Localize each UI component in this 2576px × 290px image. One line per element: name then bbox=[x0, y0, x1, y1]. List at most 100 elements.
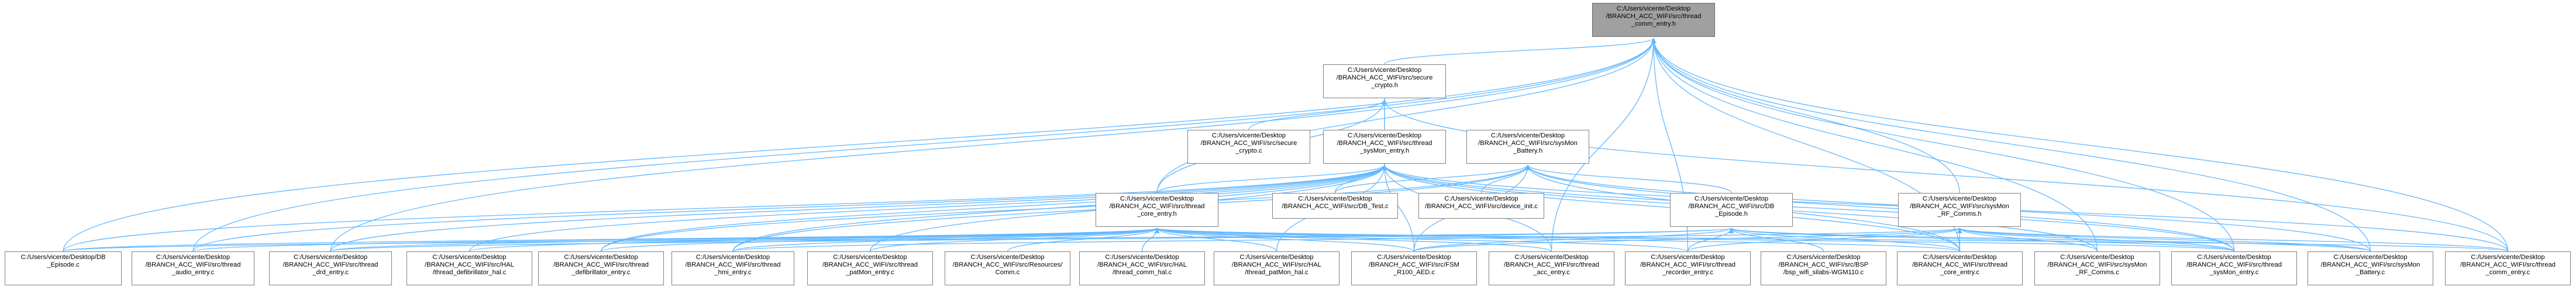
node-label-line: /thread_defibrillator_hal.c bbox=[432, 269, 507, 276]
edge-b15-to-core_h bbox=[1155, 227, 1961, 252]
edge-b1-to-root bbox=[63, 37, 1657, 252]
node-label-line: C:/Users/vicente/Desktop bbox=[1923, 254, 1997, 261]
node-label-line: _hmi_entry.c bbox=[714, 269, 752, 276]
node-label-line: _crypto.c bbox=[1235, 147, 1262, 154]
node-crypto_h[interactable]: C:/Users/vicente/Desktop/BRANCH_ACC_WIFI… bbox=[1323, 64, 1446, 98]
node-label-line: /BRANCH_ACC_WIFI/src/secure bbox=[1200, 140, 1297, 147]
node-devinit[interactable]: C:/Users/vicente/Desktop/BRANCH_ACC_WIFI… bbox=[1418, 193, 1544, 219]
node-b12[interactable]: C:/Users/vicente/Desktop/BRANCH_ACC_WIFI… bbox=[1489, 251, 1614, 285]
node-label-line: _Battery.h bbox=[1513, 147, 1543, 154]
node-label-line: C:/Users/vicente/Desktop bbox=[2333, 254, 2408, 261]
edge-b18-to-root bbox=[1651, 37, 2371, 252]
node-label-line: /thread_patMon_hal.c bbox=[1245, 269, 1308, 276]
node-label-line: /thread_comm_hal.c bbox=[1112, 269, 1172, 276]
edge-b3-to-core_h bbox=[330, 227, 1159, 252]
node-label-line: C:/Users/vicente/Desktop bbox=[1616, 5, 1691, 12]
node-b11[interactable]: C:/Users/vicente/Desktop/BRANCH_ACC_WIFI… bbox=[1351, 251, 1477, 285]
node-label-line: C:/Users/vicente/Desktop bbox=[695, 254, 770, 261]
node-root[interactable]: C:/Users/vicente/Desktop/BRANCH_ACC_WIFI… bbox=[1592, 3, 1715, 37]
edge-b12-to-root bbox=[1551, 37, 1657, 252]
node-b3[interactable]: C:/Users/vicente/Desktop/BRANCH_ACC_WIFI… bbox=[269, 251, 392, 285]
edge-b1-to-dbep_h bbox=[63, 227, 1734, 252]
node-label-line: C:/Users/vicente/Desktop bbox=[1239, 254, 1314, 261]
node-label-line: C:/Users/vicente/Desktop bbox=[833, 254, 907, 261]
node-b10[interactable]: C:/Users/vicente/Desktop/BRANCH_ACC_WIFI… bbox=[1214, 251, 1339, 285]
node-label-line: C:/Users/vicente/Desktop bbox=[2471, 254, 2545, 261]
node-label-line: Comm.c bbox=[995, 269, 1020, 276]
edge-b3-to-dbep_h bbox=[330, 227, 1734, 252]
node-label-line: C:/Users/vicente/Desktop bbox=[1347, 132, 1422, 139]
edge-b18-to-rfcomm_h bbox=[1957, 227, 2371, 252]
edge-b18-to-dbep_h bbox=[1728, 227, 2371, 252]
node-label-line: /BRANCH_ACC_WIFI/src/DB_Test.c bbox=[1282, 203, 1389, 210]
node-crypto_c[interactable]: C:/Users/vicente/Desktop/BRANCH_ACC_WIFI… bbox=[1187, 130, 1310, 164]
node-label-line: /BRANCH_ACC_WIFI/src/thread bbox=[822, 261, 918, 268]
node-b15[interactable]: C:/Users/vicente/Desktop/BRANCH_ACC_WIFI… bbox=[1897, 251, 2023, 285]
node-b2[interactable]: C:/Users/vicente/Desktop/BRANCH_ACC_WIFI… bbox=[132, 251, 254, 285]
node-label-line: /BRANCH_ACC_WIFI/src/thread bbox=[145, 261, 241, 268]
node-label-line: /BRANCH_ACC_WIFI/src/thread bbox=[1912, 261, 2007, 268]
edge-b19-to-crypto_h bbox=[1382, 99, 2509, 252]
node-dbtest[interactable]: C:/Users/vicente/Desktop/BRANCH_ACC_WIFI… bbox=[1272, 193, 1398, 219]
node-label-line: C:/Users/vicente/Desktop bbox=[1377, 254, 1451, 261]
node-label-line: /BRANCH_ACC_WIFI/src/thread bbox=[1606, 13, 1702, 20]
node-label-line: /BRANCH_ACC_WIFI/src/sysMon bbox=[1478, 140, 1578, 147]
edge-b4-to-core_h bbox=[469, 227, 1159, 252]
edge-core_h-to-root bbox=[1156, 37, 1657, 194]
node-label-line: /bsp_wifi_silabs-WGM110.c bbox=[1783, 269, 1864, 276]
node-b17[interactable]: C:/Users/vicente/Desktop/BRANCH_ACC_WIFI… bbox=[2171, 251, 2297, 285]
node-b14[interactable]: C:/Users/vicente/Desktop/BRANCH_ACC_WIFI… bbox=[1761, 251, 1886, 285]
edge-b2-to-sysmon_h bbox=[192, 164, 1387, 252]
node-label-line: /BRANCH_ACC_WIFI/src/thread bbox=[2460, 261, 2556, 268]
node-label-line: /BRANCH_ACC_WIFI/src/thread bbox=[1337, 140, 1432, 147]
node-rfcomm_h[interactable]: C:/Users/vicente/Desktop/BRANCH_ACC_WIFI… bbox=[1898, 193, 2021, 227]
node-sysmon_h[interactable]: C:/Users/vicente/Desktop/BRANCH_ACC_WIFI… bbox=[1323, 130, 1446, 164]
node-label-line: /BRANCH_ACC_WIFI/src/sysMon bbox=[2047, 261, 2147, 268]
node-label-line: C:/Users/vicente/Desktop bbox=[1298, 195, 1372, 202]
node-label-line: _defibrillator_entry.c bbox=[571, 269, 631, 276]
node-b7[interactable]: C:/Users/vicente/Desktop/BRANCH_ACC_WIFI… bbox=[807, 251, 933, 285]
node-battery_h[interactable]: C:/Users/vicente/Desktop/BRANCH_ACC_WIFI… bbox=[1466, 130, 1589, 164]
node-label-line: /BRANCH_ACC_WIFI/src/DB bbox=[1688, 203, 1775, 210]
node-label-line: _Battery.c bbox=[2355, 269, 2385, 276]
edge-b3-to-sysmon_h bbox=[330, 164, 1387, 252]
edge-b17-to-root bbox=[1651, 37, 2235, 252]
node-label-line: _crypto.h bbox=[1370, 82, 1399, 89]
edge-b1-to-sysmon_h bbox=[63, 164, 1387, 252]
node-b16[interactable]: C:/Users/vicente/Desktop/BRANCH_ACC_WIFI… bbox=[2034, 251, 2160, 285]
edge-b6-to-rfcomm_h bbox=[732, 227, 1962, 252]
node-b8[interactable]: C:/Users/vicente/Desktop/BRANCH_ACC_WIFI… bbox=[945, 251, 1070, 285]
node-b18[interactable]: C:/Users/vicente/Desktop/BRANCH_ACC_WIFI… bbox=[2308, 251, 2433, 285]
node-label-line: /BRANCH_ACC_WIFI/src/thread bbox=[1504, 261, 1599, 268]
node-label-line: /BRANCH_ACC_WIFI/src/sysMon bbox=[1910, 203, 2009, 210]
node-label-line: C:/Users/vicente/Desktop bbox=[1514, 254, 1589, 261]
node-label-line: C:/Users/vicente/Desktop bbox=[432, 254, 507, 261]
edge-b13-to-rfcomm_h bbox=[1687, 227, 1962, 252]
node-label-line: C:/Users/vicente/Desktop bbox=[293, 254, 368, 261]
edge-dbep_h-to-battery_h bbox=[1525, 164, 1732, 194]
node-label-line: _RF_Comms.c bbox=[2075, 269, 2119, 276]
node-label-line: C:/Users/vicente/Desktop bbox=[1786, 254, 1861, 261]
node-label-line: C:/Users/vicente/Desktop bbox=[970, 254, 1045, 261]
edge-b17-to-sysmon_h bbox=[1382, 164, 2235, 252]
node-b1[interactable]: C:/Users/vicente/Desktop/DB_Episode.c bbox=[5, 251, 122, 285]
node-b4[interactable]: C:/Users/vicente/Desktop/BRANCH_ACC_WIFI… bbox=[407, 251, 532, 285]
node-b9[interactable]: C:/Users/vicente/Desktop/BRANCH_ACC_WIFI… bbox=[1079, 251, 1205, 285]
node-label-line: C:/Users/vicente/Desktop bbox=[1922, 195, 1997, 202]
edge-b5-to-sysmon_h bbox=[600, 164, 1387, 252]
node-dbep_h[interactable]: C:/Users/vicente/Desktop/BRANCH_ACC_WIFI… bbox=[1670, 193, 1793, 227]
node-label-line: _Episode.h bbox=[1715, 210, 1748, 218]
node-b6[interactable]: C:/Users/vicente/Desktop/BRANCH_ACC_WIFI… bbox=[671, 251, 794, 285]
node-label-line: /BRANCH_ACC_WIFI/src/thread bbox=[1109, 203, 1205, 210]
node-b19[interactable]: C:/Users/vicente/Desktop/BRANCH_ACC_WIFI… bbox=[2445, 251, 2571, 285]
node-label-line: /BRANCH_ACC_WIFI/src/Resources/ bbox=[952, 261, 1063, 268]
node-b5[interactable]: C:/Users/vicente/Desktop/BRANCH_ACC_WIFI… bbox=[538, 251, 664, 285]
edge-b15-to-dbep_h bbox=[1728, 227, 1961, 252]
node-label-line: /BRANCH_ACC_WIFI/src/secure bbox=[1336, 74, 1433, 81]
node-core_h[interactable]: C:/Users/vicente/Desktop/BRANCH_ACC_WIFI… bbox=[1096, 193, 1218, 227]
node-label-line: C:/Users/vicente/Desktop bbox=[156, 254, 230, 261]
edge-b11-to-core_h bbox=[1154, 227, 1415, 252]
node-label-line: _RF_Comms.h bbox=[1937, 210, 1982, 218]
edge-b3-to-root bbox=[330, 37, 1657, 252]
node-b13[interactable]: C:/Users/vicente/Desktop/BRANCH_ACC_WIFI… bbox=[1625, 251, 1751, 285]
